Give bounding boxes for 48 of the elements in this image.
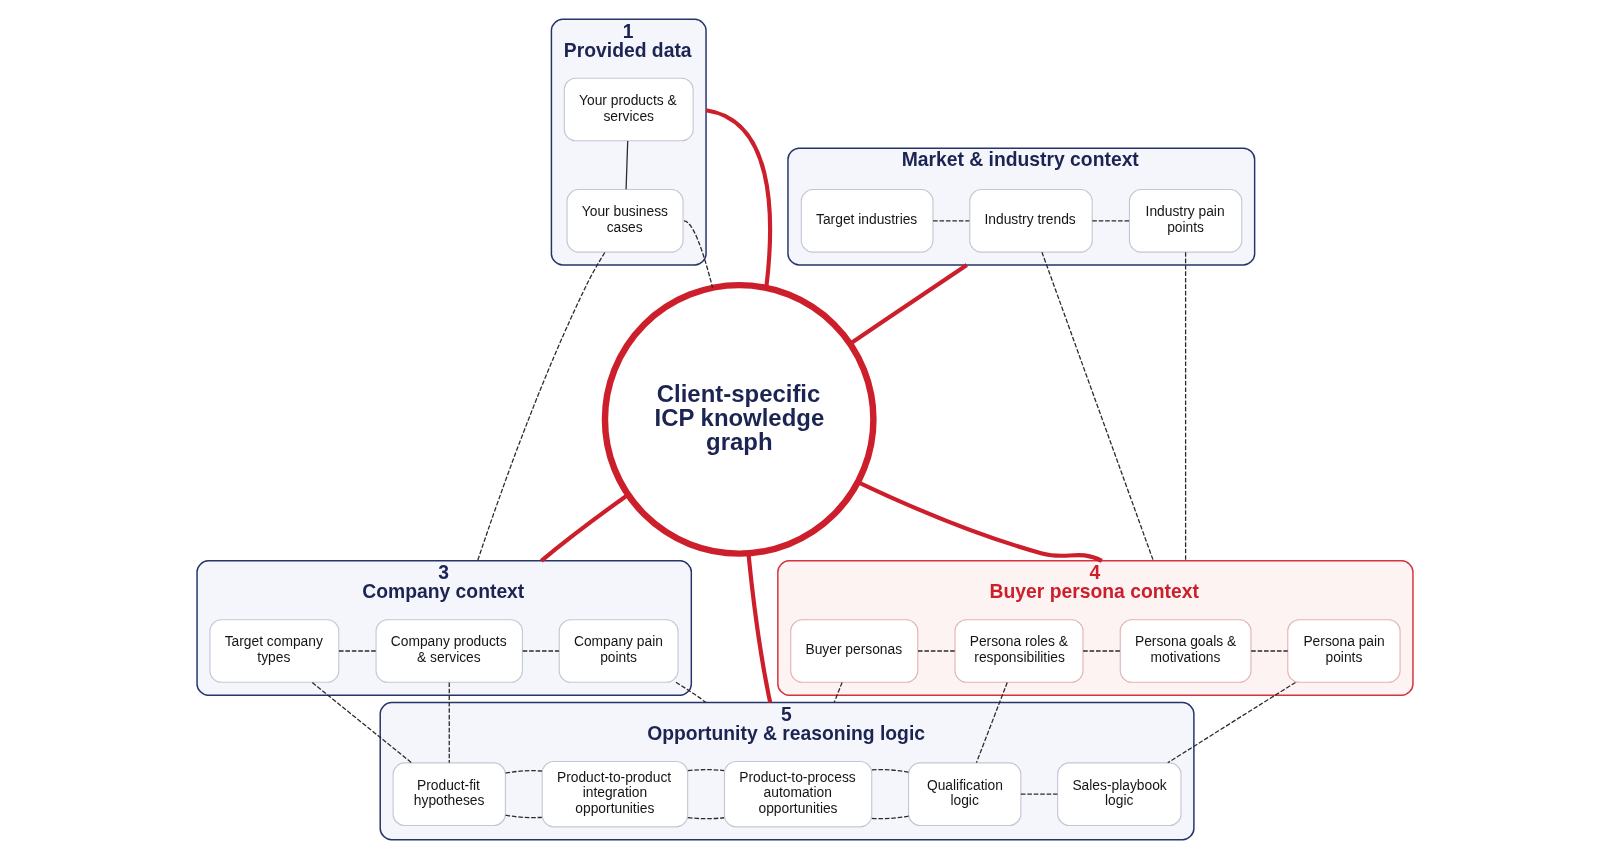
connector [832, 681, 843, 704]
connector [916, 650, 955, 652]
node-circle: Client-specific ICP knowledge graph [601, 281, 877, 557]
connector [931, 220, 970, 222]
connector [1040, 251, 1154, 562]
node-box: Buyer personas [789, 619, 918, 683]
connector [448, 681, 450, 764]
node-box: Company pain points [558, 619, 679, 683]
node-box: Industry pain points [1128, 189, 1242, 253]
node-box: Product-to-process automation opportunities [723, 760, 872, 828]
node-box: Persona goals & motivations [1119, 619, 1251, 683]
connector [1166, 681, 1296, 764]
node-box: Target industries [800, 189, 933, 253]
connector [674, 681, 707, 704]
connector [1019, 793, 1058, 795]
connector [856, 480, 1103, 563]
connector [1184, 251, 1186, 562]
node-box: Persona pain points [1286, 619, 1401, 683]
connector [1081, 650, 1121, 652]
connector [539, 493, 629, 563]
connector [848, 263, 968, 346]
connector [624, 140, 628, 190]
connector [705, 108, 772, 289]
connector [870, 769, 909, 773]
connector [476, 251, 605, 562]
connector [686, 817, 725, 820]
connector [1091, 220, 1130, 222]
node-box: Product-fit hypotheses [392, 762, 506, 826]
node-box: Company products & services [375, 619, 523, 683]
node-box: Target company types [208, 619, 339, 683]
node-box: Persona roles & responsibilities [954, 619, 1083, 683]
node-box: Industry trends [968, 189, 1093, 253]
connector [337, 650, 377, 652]
connector [504, 814, 542, 819]
connector [1250, 650, 1288, 652]
node-box: Your products & services [563, 77, 694, 142]
connector [975, 681, 1008, 764]
node-box: Product-to-product integration opportunities [541, 760, 688, 828]
connector [504, 770, 542, 774]
connector [870, 815, 909, 820]
connector [311, 681, 412, 764]
connector [521, 650, 560, 652]
connector [682, 220, 713, 289]
connector [686, 769, 725, 772]
node-box: Sales-playbook logic [1056, 762, 1182, 826]
node-box: Qualification logic [907, 762, 1021, 826]
connector [745, 553, 772, 703]
node-box: Your business cases [566, 189, 684, 253]
